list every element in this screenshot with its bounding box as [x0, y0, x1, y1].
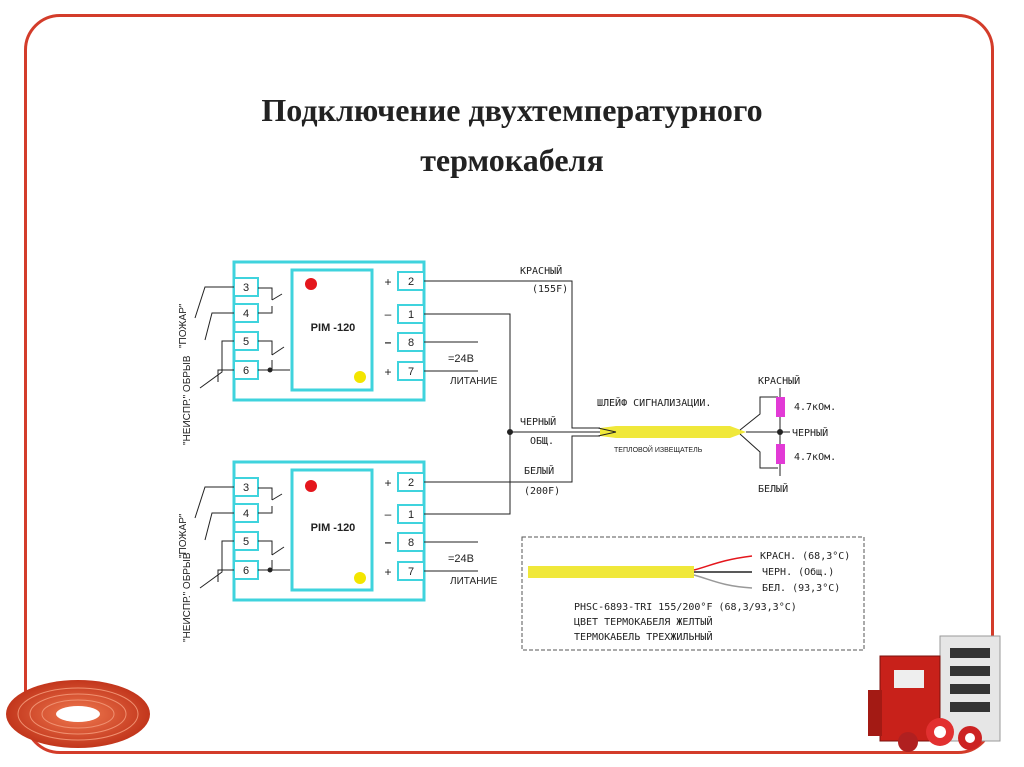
module-label: PIM -120	[311, 522, 356, 534]
label-fault: "НЕИСПР." ОБРЫВ	[182, 552, 193, 642]
terminal-3: 3	[243, 482, 249, 494]
legend-type: ТЕРМОКАБЕЛЬ ТРЕХЖИЛЬНЫЙ	[574, 630, 712, 643]
resistor-1	[776, 397, 785, 417]
left-terminal-numbers: 3 4 5 6	[243, 282, 249, 377]
legend-spec: PHSC-6893-TRI 155/200°F (68,3/93,3°C)	[574, 602, 797, 613]
svg-text:–: –	[385, 507, 392, 521]
module-label: PIM -120	[311, 322, 356, 334]
polarity-signs: + – – +	[384, 275, 391, 379]
terminal-3: 3	[243, 282, 249, 294]
left-terminals	[233, 277, 259, 380]
label-fire: "ПОЖАР"	[178, 513, 189, 558]
resistor-2	[776, 444, 785, 464]
terminal-8: 8	[408, 337, 414, 349]
supply-label: ЛИТАНИЕ	[450, 576, 498, 587]
fire-panel-image	[868, 635, 1001, 752]
svg-text:–: –	[385, 335, 392, 349]
label-fault: "НЕИСПР." ОБРЫВ	[182, 355, 193, 445]
svg-text:–: –	[385, 535, 392, 549]
end-of-line-resistors	[776, 388, 790, 476]
relay-contacts	[258, 287, 290, 373]
terminal-7: 7	[408, 366, 414, 378]
led-yellow	[354, 572, 366, 584]
legend-box	[521, 536, 865, 651]
svg-text:+: +	[384, 476, 391, 490]
main-wires	[424, 280, 600, 515]
cable-coil-image	[6, 680, 150, 748]
loop-subtitle: ТЕПЛОВОЙ ИЗВЕЩАТЕЛЬ	[614, 445, 703, 454]
legend-wire-black: ЧЕРН. (Общ.)	[762, 566, 834, 578]
led-yellow	[354, 371, 366, 383]
loop-title: ШЛЕЙФ СИГНАЛИЗАЦИИ.	[597, 396, 711, 409]
supply-voltage: =24В	[448, 553, 474, 565]
label-fire: "ПОЖАР"	[178, 303, 189, 348]
wire-common-label: ОБЩ.	[530, 436, 554, 447]
led-red	[305, 278, 317, 290]
terminal-6: 6	[243, 565, 249, 577]
wire-white-temp: (200F)	[524, 486, 560, 497]
terminal-1: 1	[408, 509, 414, 521]
junction-common	[507, 429, 513, 435]
terminal-5: 5	[243, 336, 249, 348]
svg-text:+: +	[384, 365, 391, 379]
slide-title-line2: термокабеля	[420, 142, 604, 178]
terminal-2: 2	[408, 477, 414, 489]
end-red-label: КРАСНЫЙ	[758, 374, 800, 387]
right-terminal-numbers: 2 1 8 7	[408, 276, 414, 378]
terminal-4: 4	[243, 508, 249, 520]
wire-red-temp: (155F)	[532, 284, 568, 295]
led-red	[305, 480, 317, 492]
wire-white-label: БЕЛЫЙ	[524, 464, 554, 477]
slide-title-line1: Подключение двухтемпературного	[261, 92, 763, 128]
wire-black-label: ЧЕРНЫЙ	[520, 415, 556, 428]
svg-text:+: +	[384, 275, 391, 289]
legend-wire-white: БЕЛ. (93,3°C)	[762, 583, 840, 594]
supply-label: ЛИТАНИЕ	[450, 376, 498, 387]
heat-cable	[597, 396, 778, 469]
terminal-6: 6	[243, 365, 249, 377]
wire-red-label: КРАСНЫЙ	[520, 264, 562, 277]
resistor-1-value: 4.7кОм.	[794, 402, 836, 413]
svg-text:+: +	[384, 565, 391, 579]
resistor-2-value: 4.7кОм.	[794, 452, 836, 463]
terminal-7: 7	[408, 566, 414, 578]
terminal-8: 8	[408, 537, 414, 549]
module-top: PIM -120 3 4 5 6 2 1 8 7 +	[178, 260, 498, 445]
end-white-label: БЕЛЫЙ	[758, 482, 788, 495]
terminal-1: 1	[408, 309, 414, 321]
terminal-4: 4	[243, 308, 249, 320]
legend-wire-red: КРАСН. (68,3°C)	[760, 551, 850, 562]
svg-text:–: –	[385, 307, 392, 321]
supply-voltage: =24В	[448, 353, 474, 365]
terminal-2: 2	[408, 276, 414, 288]
module-bottom: PIM -120 3 4 5 6 2 1 8 7 + – –	[178, 460, 498, 642]
terminal-5: 5	[243, 536, 249, 548]
right-terminals	[397, 271, 425, 381]
legend-color: ЦВЕТ ТЕРМОКАБЕЛЯ ЖЕЛТЫЙ	[574, 615, 712, 628]
end-black-label: ЧЕРНЫЙ	[792, 426, 828, 439]
